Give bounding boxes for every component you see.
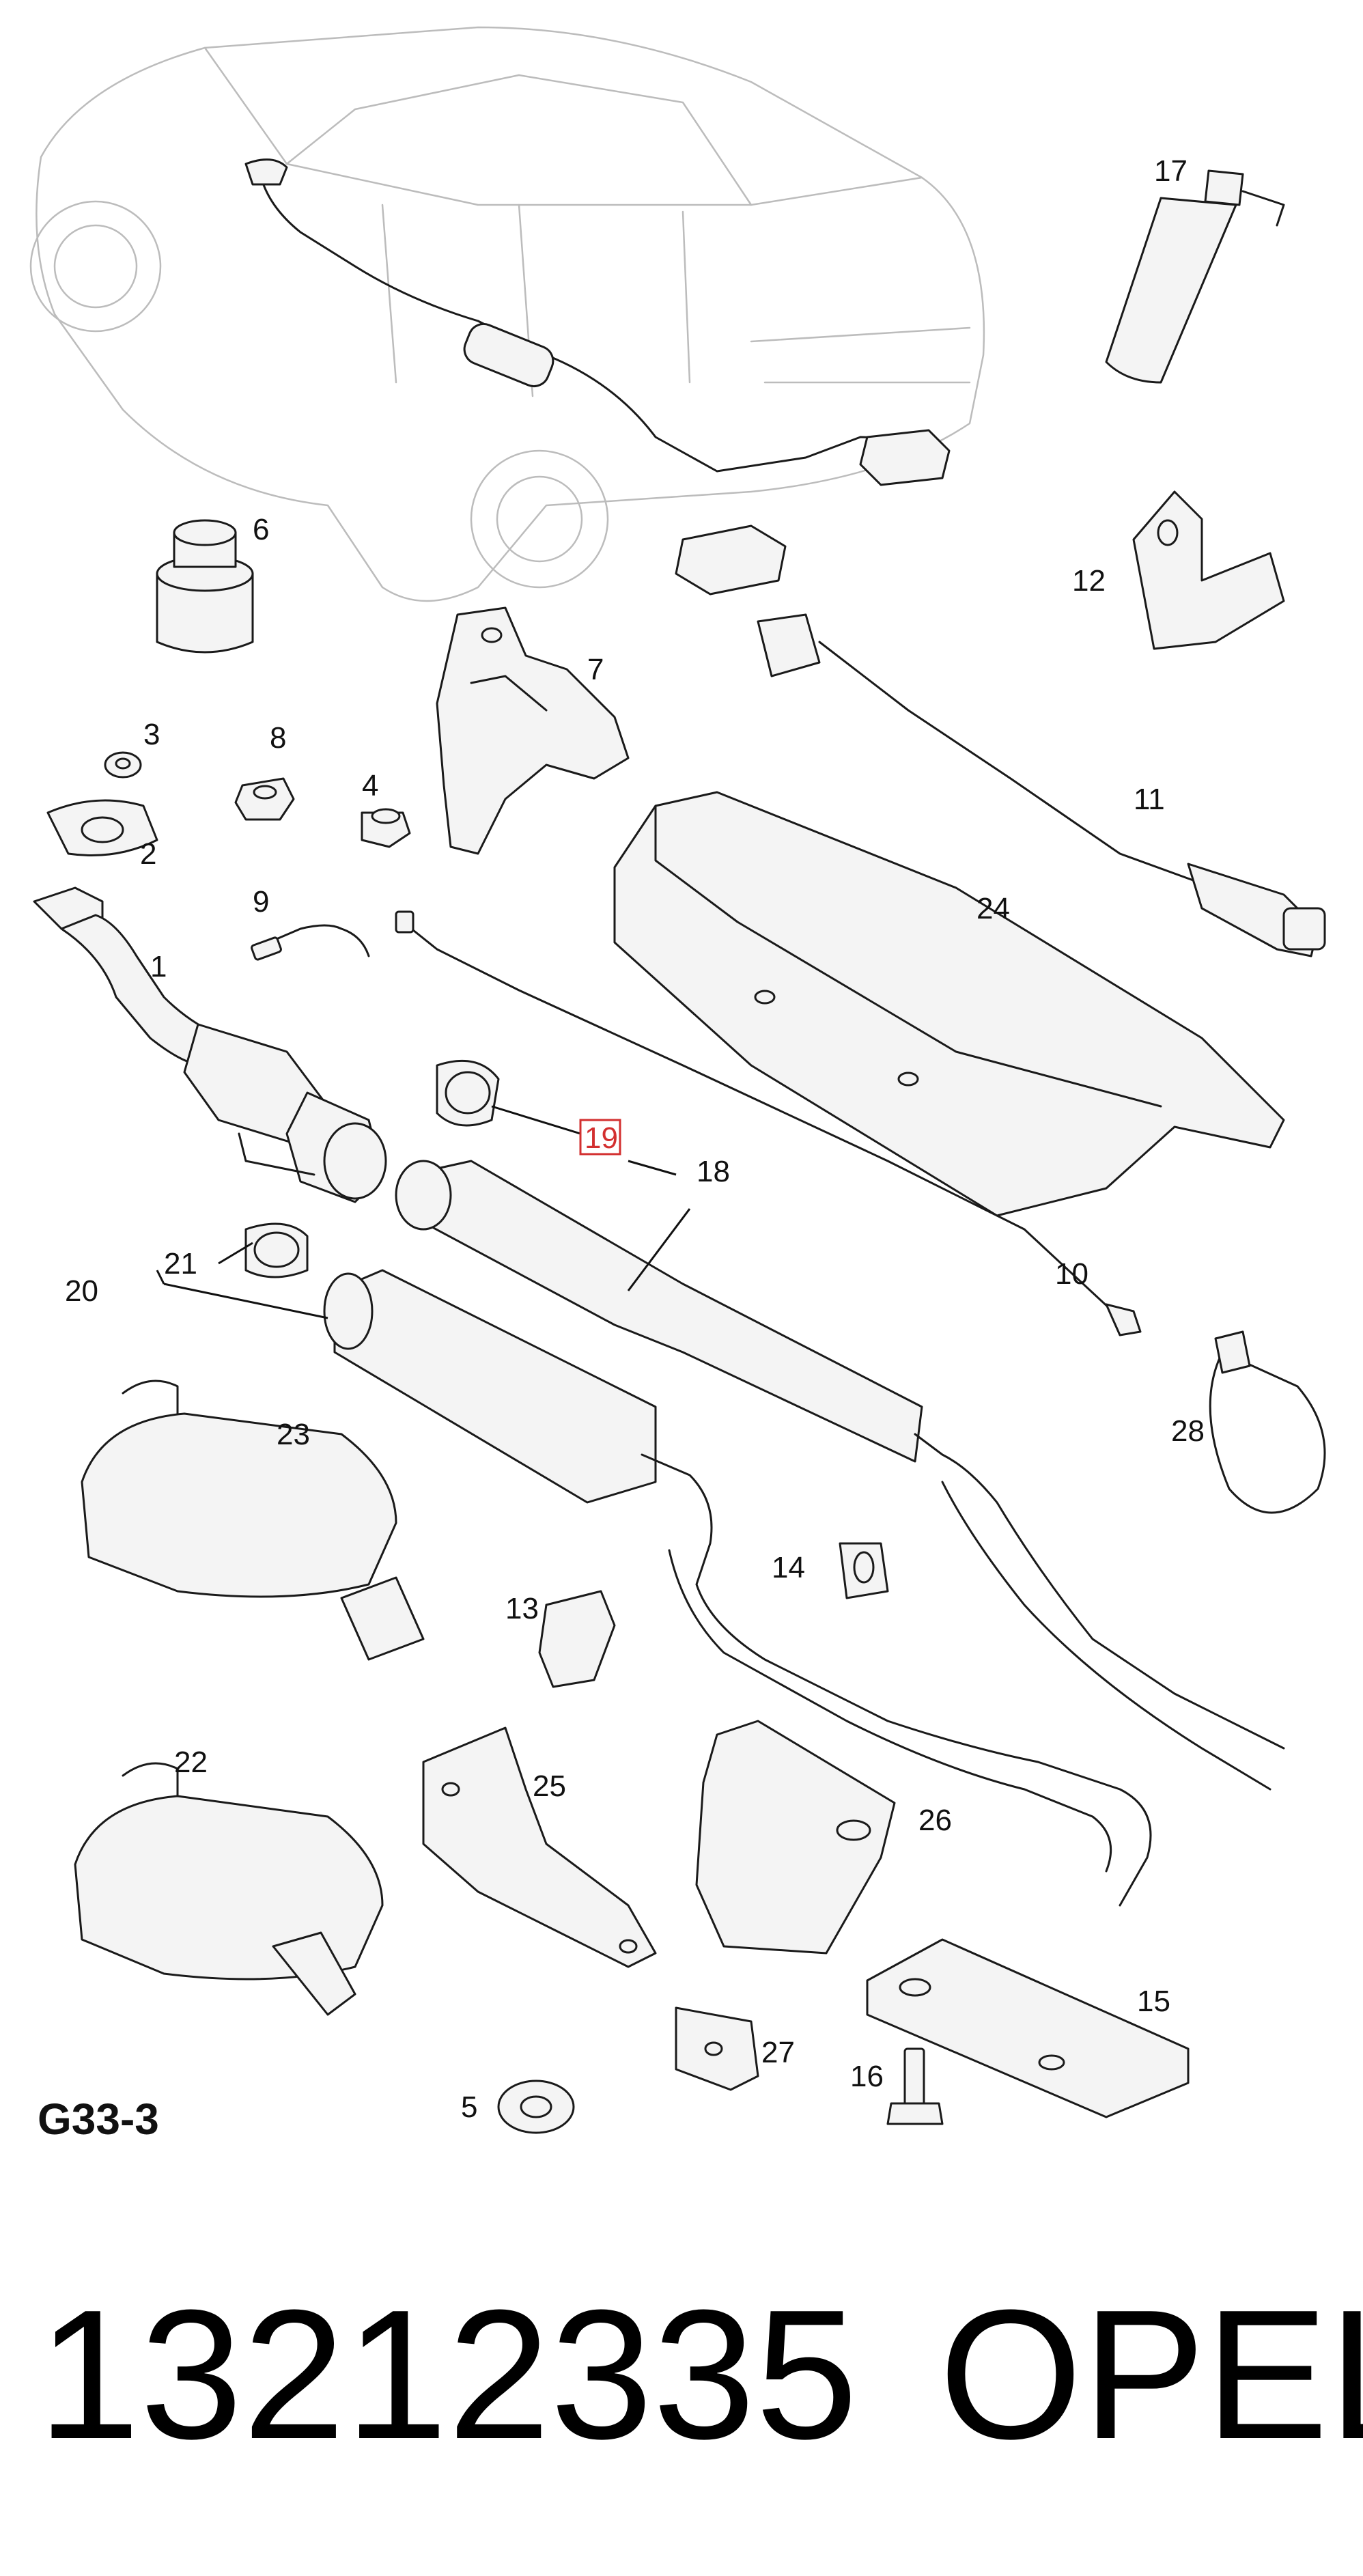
callout-2: 2 [140,837,156,871]
part-2-gasket [46,799,158,856]
part-3-nut [104,751,142,779]
callout-28: 28 [1171,1414,1205,1448]
leader-lines [156,1105,691,1319]
part-10-sensor-cable [395,910,1142,1336]
callout-27: 27 [761,2036,795,2069]
part-24-heat-shield [613,791,1285,1217]
part-13-clip [538,1590,616,1688]
part-14-rubber-mount [839,1542,889,1599]
part-18-intermediate-pipe [395,1160,1285,1791]
part-number: 13212335 [38,2272,858,2478]
callout-24: 24 [976,892,1010,925]
part-25-bracket [422,1726,657,1968]
part-16-bolt [886,2047,944,2125]
brand-name: OPEL [939,2272,1363,2478]
part-23-rear-muffler [81,1380,425,1661]
callout-3: 3 [143,718,160,751]
diagram-code: G33-3 [38,2095,159,2144]
part-6-assembly-paste [156,519,254,654]
callout-9: 9 [253,885,269,919]
part-5-spring-washer [497,2080,575,2134]
part-4-nut [361,808,411,848]
callout-18: 18 [697,1155,730,1188]
part-8-nut [234,777,295,821]
part-21-clamp [244,1222,309,1278]
callout-14: 14 [772,1551,805,1584]
installed-exhaust-overview [244,158,951,596]
callout-25: 25 [533,1769,566,1803]
callout-6: 6 [253,513,269,546]
callout-10: 10 [1055,1257,1088,1291]
callout-19: 19 [585,1121,618,1155]
callout-8: 8 [270,721,286,755]
part-19-clamp [436,1059,500,1127]
callout-5: 5 [461,2090,477,2124]
vehicle-outline [29,26,985,602]
callout-1: 1 [150,950,167,983]
part-7-heat-shield [436,606,630,855]
callout-17: 17 [1154,154,1188,188]
part-17-sealant-tube [1105,169,1285,384]
callouts: 1 2 3 4 5 6 7 8 9 10 11 12 13 14 15 16 1… [65,154,1205,2124]
callout-21: 21 [164,1247,197,1280]
callout-13: 13 [505,1592,539,1625]
callout-7: 7 [587,653,604,686]
part-26-heat-shield [695,1720,896,1955]
part-20-center-muffler [323,1269,1152,1907]
part-15-heat-shield [866,1938,1190,2118]
callout-15: 15 [1137,1985,1170,2018]
callout-12: 12 [1072,564,1106,598]
callout-26: 26 [918,1804,952,1837]
callout-20: 20 [65,1274,98,1308]
part-12-bracket [1132,490,1285,650]
callout-23: 23 [277,1418,310,1451]
highlight-box-19 [579,1119,621,1156]
callout-11: 11 [1134,783,1165,816]
part-11-oxygen-sensor-wired [757,613,1326,957]
part-1-front-pipe [33,886,387,1203]
callout-16: 16 [850,2060,884,2093]
part-22-rear-muffler [74,1762,384,2016]
callout-22: 22 [174,1746,208,1779]
part-9-oxygen-sensor [251,924,370,961]
part-28-cable-tie [1209,1330,1326,1514]
part-27-clip [675,2006,759,2091]
callout-4: 4 [362,769,378,802]
